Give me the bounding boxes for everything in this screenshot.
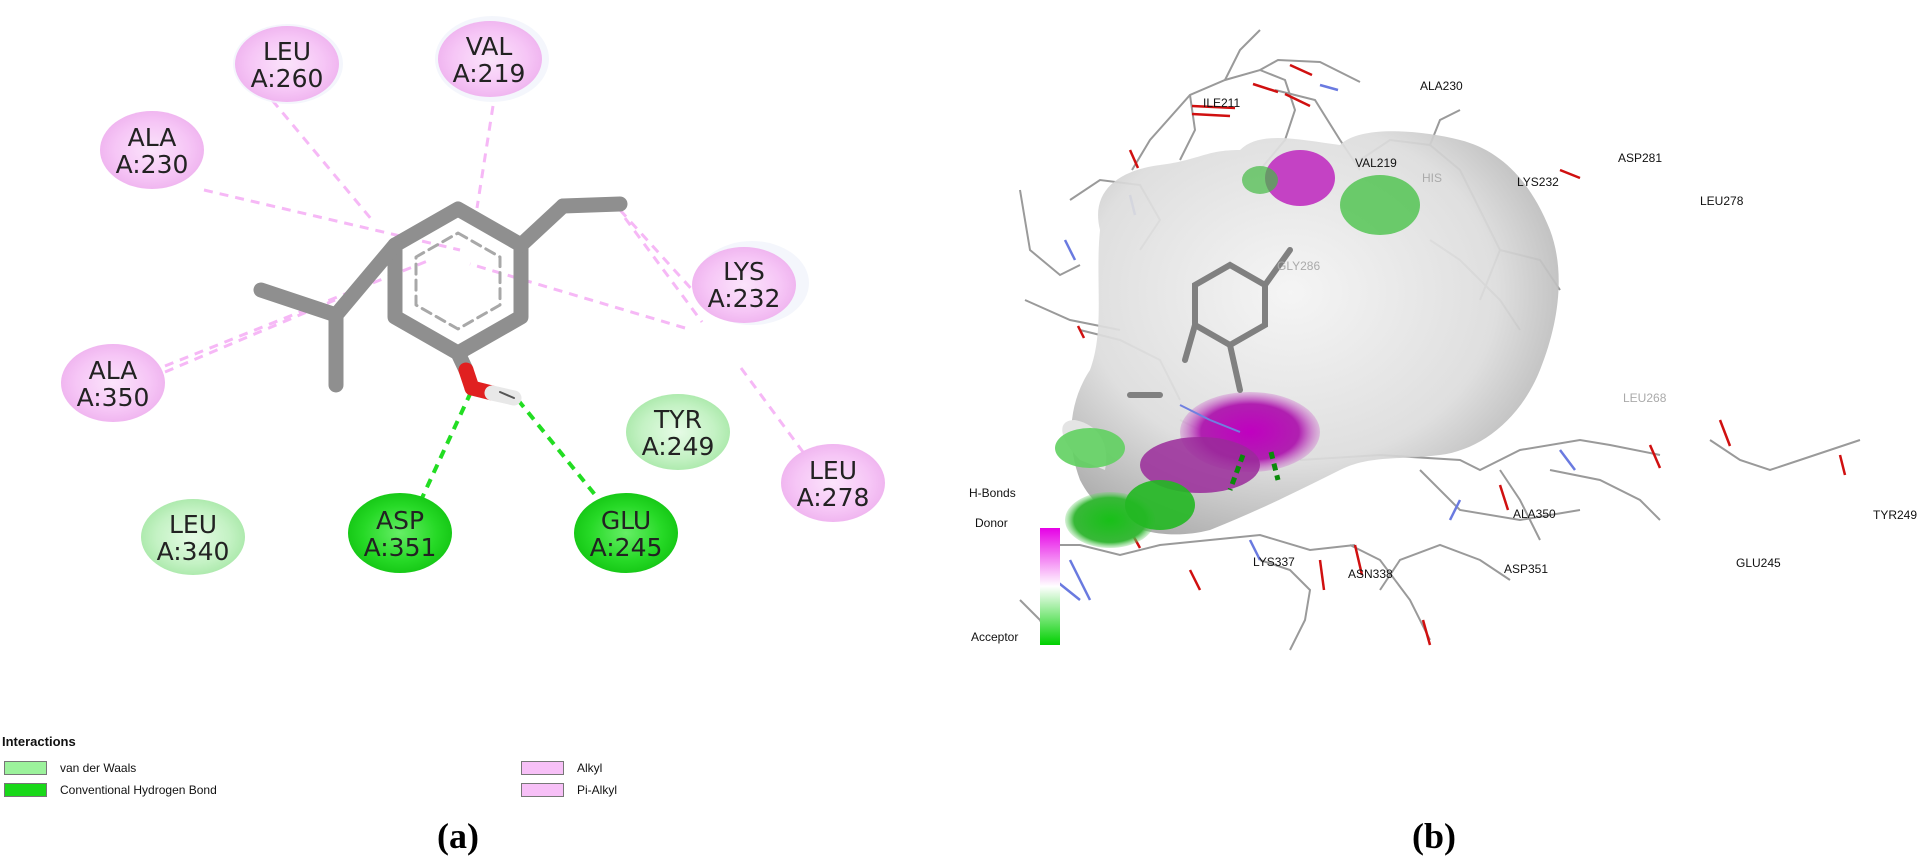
label-his: HIS (1422, 171, 1442, 185)
label-lys232: LYS232 (1517, 175, 1559, 189)
residue-labels: ILE211 ALA230 VAL219 HIS LYS232 ASP281 L… (1203, 79, 1917, 581)
hbond-scale-donor-label: Donor (975, 516, 1008, 530)
residue-name: LYS (723, 257, 765, 286)
legend-label: Pi-Alkyl (577, 783, 618, 797)
o-h-outline (499, 391, 515, 399)
residue-name: LEU (809, 456, 857, 485)
residue-name: GLU (601, 506, 651, 535)
aromatic-inner-ring (414, 231, 502, 331)
residue-number: A:278 (797, 483, 870, 512)
ligand-sticks (1127, 247, 1293, 398)
donor-region-top (1265, 150, 1335, 206)
legend-item-vdw: van der Waals (4, 760, 136, 776)
residue-number: A:351 (364, 533, 437, 562)
donor-region-lower (1140, 437, 1260, 493)
legend-swatch (521, 761, 564, 775)
caption-a: (a) (437, 816, 479, 856)
protein-sticks-hetero (1054, 63, 1847, 646)
legend-item-hbond: Conventional Hydrogen Bond (4, 782, 217, 798)
legend-label: van der Waals (60, 761, 137, 775)
residue-name: LEU (169, 510, 217, 539)
label-leu278: LEU278 (1700, 194, 1744, 208)
legend-item-pi-alkyl: Pi-Alkyl (521, 782, 617, 798)
label-ala230: ALA230 (1420, 79, 1463, 93)
residue-number: A:245 (590, 533, 663, 562)
alkyl-line-leu278 (739, 367, 805, 453)
hbond-line-glu245 (516, 398, 598, 498)
residue-ala350: ALA A:350 (61, 344, 165, 422)
molecular-surface (1055, 131, 1559, 548)
label-gly286: GLY286 (1277, 259, 1320, 273)
ligand-molecule (253, 196, 628, 406)
residue-number: A:350 (77, 383, 150, 412)
acceptor-region-bottom-b (1125, 480, 1195, 530)
legend-title: Interactions (2, 734, 76, 749)
label-ala350: ALA350 (1513, 507, 1556, 521)
legend-swatch (4, 783, 47, 797)
hbond-dashes (1227, 451, 1281, 491)
residue-name: ASP (376, 506, 424, 535)
residue-leu278: LEU A:278 (781, 444, 885, 522)
residue-ala230: ALA A:230 (100, 111, 204, 189)
pi-alkyl-line-ala230 (203, 188, 461, 252)
residue-lys232: LYS A:232 (692, 241, 809, 325)
acceptor-region-left (1055, 428, 1125, 468)
acceptor-region-right (1242, 166, 1278, 194)
residue-glu245: GLU A:245 (574, 493, 678, 573)
acceptor-region-top (1340, 175, 1420, 235)
hbond-surface-svg: ILE211 ALA230 VAL219 HIS LYS232 ASP281 L… (969, 29, 1917, 651)
hbond-scale-acceptor-label: Acceptor (971, 630, 1018, 644)
alkyl-line-lys232-b (623, 217, 704, 323)
hbond-scale-title: H-Bonds (969, 486, 1016, 500)
isopropyl-methyl-1 (253, 282, 344, 323)
label-tyr249: TYR249 (1873, 508, 1917, 522)
label-asp351: ASP351 (1504, 562, 1548, 576)
residue-asp351: ASP A:351 (348, 493, 452, 573)
legend-label: Conventional Hydrogen Bond (60, 783, 217, 797)
legend-swatch (521, 783, 564, 797)
hbond-scale-bar (1040, 528, 1060, 645)
residue-val219: VAL A:219 (435, 16, 549, 102)
caption-b: (b) (1412, 816, 1456, 856)
interaction-diagram-svg: LEU A:260 VAL A:219 ALA A:230 LYS A:232 … (61, 16, 885, 575)
residue-leu340: LEU A:340 (141, 499, 245, 575)
residue-name: LEU (263, 37, 311, 66)
label-glu245: GLU245 (1736, 556, 1781, 570)
legend-swatch (4, 761, 47, 775)
residue-number: A:230 (116, 150, 189, 179)
pi-alkyl-line-leu260 (260, 87, 374, 221)
methyl-bond (513, 198, 571, 253)
pi-alkyl-line-val219 (475, 105, 495, 209)
methyl-end (555, 196, 628, 214)
residue-name: ALA (89, 356, 138, 385)
residue-number: A:260 (251, 64, 324, 93)
panel-a-2d-interaction-diagram: LEU A:260 VAL A:219 ALA A:230 LYS A:232 … (0, 0, 960, 863)
isopropyl-bond (328, 237, 403, 323)
residue-name: VAL (466, 32, 513, 61)
residue-name: TYR (653, 405, 702, 434)
label-leu268: LEU268 (1623, 391, 1667, 405)
residue-number: A:232 (708, 284, 781, 313)
hbond-color-scale: H-Bonds Donor Acceptor (969, 486, 1060, 645)
pi-alkyl-line-lys232 (469, 262, 686, 330)
label-asn338: ASN338 (1348, 567, 1393, 581)
legend-item-alkyl: Alkyl (521, 760, 602, 776)
label-lys337: LYS337 (1253, 555, 1295, 569)
panel-b-3d-hbond-surface: ILE211 ALA230 VAL219 HIS LYS232 ASP281 L… (960, 0, 1922, 863)
residue-number: A:249 (642, 432, 715, 461)
residue-tyr249: TYR A:249 (626, 394, 730, 470)
residue-number: A:340 (157, 537, 230, 566)
label-val219: VAL219 (1355, 156, 1397, 170)
label-asp281: ASP281 (1618, 151, 1662, 165)
ligand-sticks-color (1179, 404, 1241, 433)
benzene-ring (387, 201, 529, 361)
hbond-line-asp351 (420, 391, 473, 499)
label-ile211: ILE211 (1203, 96, 1240, 110)
residue-number: A:219 (453, 59, 526, 88)
residue-name: ALA (128, 123, 177, 152)
legend-label: Alkyl (577, 761, 603, 775)
residue-leu260: LEU A:260 (233, 24, 343, 104)
